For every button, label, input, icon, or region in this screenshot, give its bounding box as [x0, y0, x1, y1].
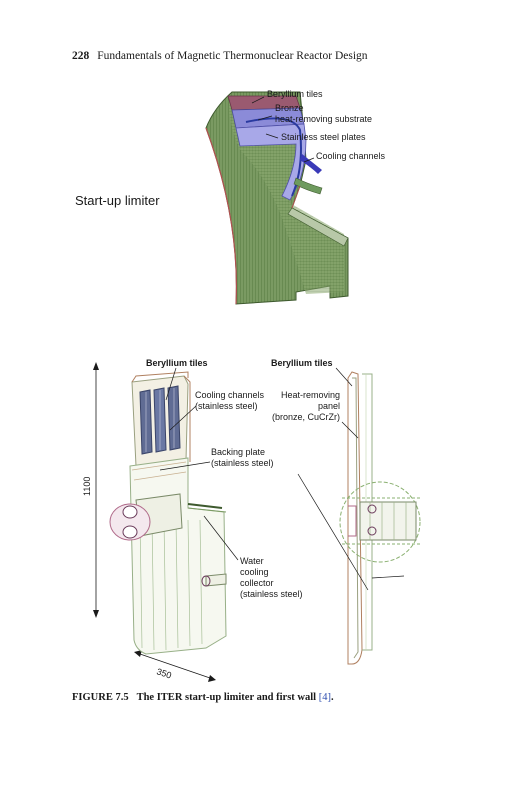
label-panel: panel — [318, 401, 340, 411]
running-title: Fundamentals of Magnetic Thermonuclear R… — [97, 50, 368, 62]
label-cooling-channels-bottom: Cooling channels — [195, 390, 265, 400]
label-collector: collector — [240, 578, 274, 588]
label-cooling-channels: Cooling channels — [316, 151, 386, 161]
label-backing-material: (stainless steel) — [211, 458, 274, 468]
caption-end: . — [330, 692, 334, 703]
label-dim-1100: 1100 — [82, 477, 92, 496]
label-heat-removing: Heat-removing — [281, 390, 340, 400]
label-cooling-material: (stainless steel) — [195, 401, 258, 411]
caption-ref-link[interactable]: [4] — [318, 692, 331, 703]
running-header: 228 Fundamentals of Magnetic Thermonuclea… — [72, 50, 368, 62]
label-collector-material: (stainless steel) — [240, 589, 303, 599]
label-panel-material: (bronze, CuCrZr) — [272, 412, 340, 422]
figure-caption: FIGURE 7.5 The ITER start-up limiter and … — [72, 692, 334, 703]
label-heat-removing-substrate: heat-removing substrate — [275, 114, 372, 124]
label-backing-plate: Backing plate — [211, 447, 265, 457]
page-number: 228 — [72, 50, 90, 62]
side-elevation-panel — [339, 371, 421, 665]
label-bronze: Bronze — [275, 103, 304, 113]
first-wall-panel — [109, 371, 227, 655]
label-beryllium-tiles-left: Beryllium tiles — [146, 358, 208, 368]
label-water: Water — [240, 556, 264, 566]
dimension-width — [134, 650, 216, 682]
caption-text: The ITER start-up limiter and first wall — [136, 692, 317, 703]
label-cooling: cooling — [240, 567, 269, 577]
label-stainless-plates: Stainless steel plates — [281, 132, 366, 142]
label-beryllium-tiles: Beryllium tiles — [267, 89, 323, 99]
top-leader-lines — [251, 96, 315, 163]
bottom-leader-lines — [159, 367, 369, 591]
start-up-limiter-title: Start-up limiter — [75, 193, 160, 208]
label-dim-350: 350 — [155, 666, 172, 680]
start-up-limiter-model — [205, 91, 349, 305]
caption-number: FIGURE 7.5 — [72, 692, 129, 703]
dimension-height — [93, 362, 99, 618]
label-beryllium-tiles-right: Beryllium tiles — [271, 358, 333, 368]
